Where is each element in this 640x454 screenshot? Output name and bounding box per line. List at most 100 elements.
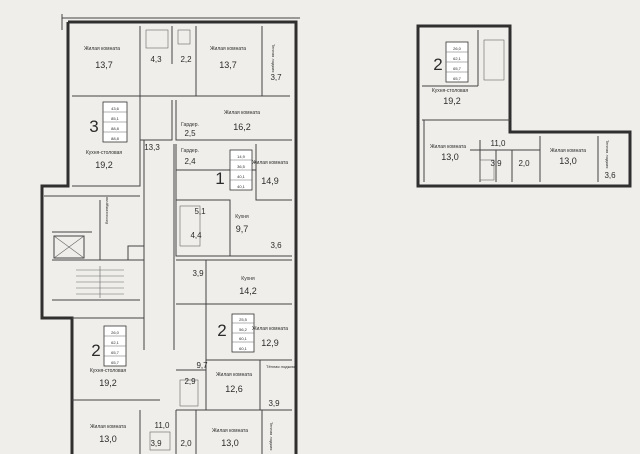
inset-table-living: 26,0 xyxy=(453,46,462,51)
inset-room-count: 2 xyxy=(433,55,442,74)
apt2a-table-living: 26,0 xyxy=(111,330,120,335)
apt2b-area-table: 25,5 56,2 60,1 60,1 xyxy=(231,313,255,353)
right-floor-plan: 2 26,0 62,1 65,7 65,7 Кухня-столовая 19,… xyxy=(416,24,632,188)
inset-loggia-area: 3,6 xyxy=(604,171,616,180)
apt2b-partitions xyxy=(176,304,292,411)
inset-wet-zone xyxy=(483,39,505,81)
bottom-living-r-name: Жилая комната xyxy=(212,428,248,434)
apt1-table-full: 40,1 xyxy=(237,184,246,189)
apt1-kitchen-area: 9,7 xyxy=(236,224,249,234)
inset-living-r-name: Жилая комната xyxy=(550,148,586,154)
apt2a-partitions xyxy=(72,317,263,454)
inset-living-l-area: 13,0 xyxy=(441,152,459,162)
apt1-partitions xyxy=(175,144,292,257)
apt2b-living-b-area: 12,6 xyxy=(225,384,243,394)
inset-living-r-area: 13,0 xyxy=(559,156,577,166)
apt1-table-living: 14,9 xyxy=(237,154,246,159)
apt1-kitchen-name: Кухня xyxy=(235,214,249,220)
outer-wall-left xyxy=(40,22,74,454)
outer-wall-right xyxy=(68,20,298,454)
apt1-hall-area: 5,1 xyxy=(194,207,206,216)
top-row-partitions xyxy=(72,26,290,97)
top-bath-area: 4,3 xyxy=(150,55,162,64)
bottom-loggia-name: Теплая лоджия xyxy=(269,422,274,450)
apt2b-living-a-name: Жилая комната xyxy=(252,326,288,332)
inset-living-l-name: Жилая комната xyxy=(430,144,466,150)
apt2b-table-with-loggia: 60,1 xyxy=(239,336,248,341)
apt3-living-area: 16,2 xyxy=(233,122,251,132)
inset-loggia-name: Теплая лоджия xyxy=(605,140,610,168)
top-right-living-area: 13,7 xyxy=(219,60,237,70)
left-floor-plan: Жилая комната 13,7 4,3 2,2 Жилая комната… xyxy=(40,14,300,454)
corridor-walls xyxy=(143,140,175,350)
apt3-partitions xyxy=(72,96,292,187)
apt3-wardrobe-name: Гардер. xyxy=(181,122,199,128)
top-loggia-area: 3,7 xyxy=(270,73,282,82)
apt1-living-name: Жилая комната xyxy=(252,160,288,166)
apt2b-table-living: 25,5 xyxy=(239,317,248,322)
bathtub-top xyxy=(145,29,169,49)
apt2b-loggia-name: Тёплая лоджия xyxy=(266,364,295,369)
apt1-wardrobe-area: 2,4 xyxy=(184,157,196,166)
apt2b-table-total: 56,2 xyxy=(239,327,248,332)
top-left-living-area: 13,7 xyxy=(95,60,113,70)
apt3-kitchen-name: Кухня-столовая xyxy=(86,150,123,156)
bottom-bath-area: 3,9 xyxy=(150,439,162,448)
inset-kitchen-area: 19,2 xyxy=(443,96,461,106)
inset-table-with-loggia: 65,7 xyxy=(453,66,462,71)
apt2a-table-full: 65,7 xyxy=(111,360,120,365)
apt2b-living-b-name: Жилая комната xyxy=(216,372,252,378)
top-left-living-name: Жилая комната xyxy=(84,46,120,52)
apt3-wardrobe-area: 2,5 xyxy=(184,129,196,138)
lift-cross xyxy=(53,235,85,259)
apt2b-living-a-area: 12,9 xyxy=(261,338,279,348)
apt1-bath-area: 4,4 xyxy=(190,231,202,240)
apt2a-table-total: 62,1 xyxy=(111,340,120,345)
apt3-area-table: 43,6 85,1 88,8 88,8 xyxy=(102,101,128,143)
apt3-table-with-loggia: 88,8 xyxy=(111,126,120,131)
mid-bath-area: 3,9 xyxy=(192,269,204,278)
bathtub-apt1 xyxy=(179,205,201,247)
apt1-wardrobe-name: Гардер. xyxy=(181,148,199,154)
bottom-hall-area: 11,0 xyxy=(155,421,171,430)
toilet-top xyxy=(177,29,191,45)
apt2b-table-full: 60,1 xyxy=(239,346,248,351)
bike-storage-name: Велосипедная xyxy=(104,197,109,224)
bathtub-apt2b xyxy=(179,379,199,407)
apt3-kitchen-area: 19,2 xyxy=(95,160,113,170)
lift-shaft xyxy=(53,235,85,259)
apt2a-table-with-loggia: 65,7 xyxy=(111,350,120,355)
inset-area-table: 26,0 62,1 65,7 65,7 xyxy=(445,41,469,83)
apt3-table-living: 43,6 xyxy=(111,106,120,111)
apt2b-loggia-area: 3,9 xyxy=(268,399,280,408)
bathtub-bottom xyxy=(149,431,171,451)
apt1-room-count: 1 xyxy=(215,169,224,188)
bottom-living-l-name: Жилая комната xyxy=(90,424,126,430)
inset-kitchen-name: Кухня-столовая xyxy=(432,88,469,94)
bottom-living-l-area: 13,0 xyxy=(99,434,117,444)
apt2a-room-count: 2 xyxy=(91,341,100,360)
apt2a-area-table: 26,0 62,1 65,7 65,7 xyxy=(103,325,127,367)
inset-outer-wall xyxy=(416,24,632,188)
inset-table-full: 65,7 xyxy=(453,76,462,81)
inset-bath-area: 3,9 xyxy=(490,159,502,168)
apt1-table-with-loggia: 40,1 xyxy=(237,174,246,179)
mid-kitchen-partitions xyxy=(176,259,292,305)
apt1-living-area: 14,9 xyxy=(261,176,279,186)
apt3-living-name: Жилая комната xyxy=(224,110,260,116)
apt2b-hall-area: 9,7 xyxy=(196,361,208,370)
mid-kitchen-name: Кухня xyxy=(241,276,255,282)
inset-table-total: 62,1 xyxy=(453,56,462,61)
apt1-table-total: 36,5 xyxy=(237,164,246,169)
bike-room-box xyxy=(127,245,145,261)
apt3-room-count: 3 xyxy=(89,117,98,136)
apt1-area-table: 14,9 36,5 40,1 40,1 xyxy=(229,149,253,191)
top-right-living-name: Жилая комната xyxy=(210,46,246,52)
apt2a-kitchen-area: 19,2 xyxy=(99,378,117,388)
apt3-table-total: 85,1 xyxy=(111,116,120,121)
top-wc-area: 2,2 xyxy=(180,55,192,64)
apt2a-kitchen-name: Кухня-столовая xyxy=(90,368,127,374)
apt2b-room-count: 2 xyxy=(217,321,226,340)
